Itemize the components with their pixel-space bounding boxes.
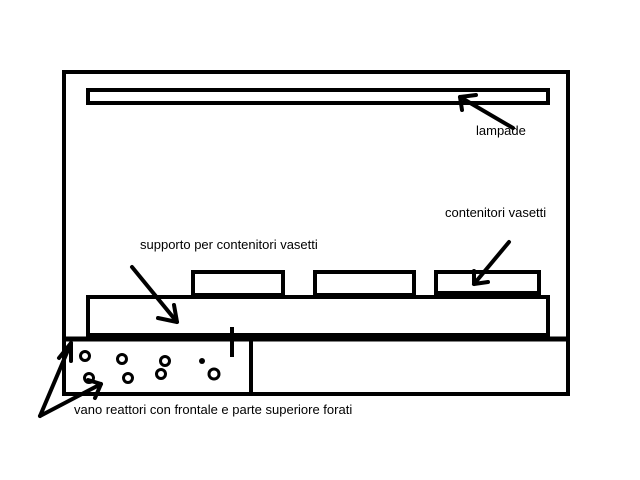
- vent-hole: [159, 355, 171, 367]
- jar-container-3: [434, 270, 541, 295]
- label-contenitori-vasetti: contenitori vasetti: [445, 205, 547, 220]
- vent-hole: [155, 368, 167, 380]
- jar-container-1: [191, 270, 285, 297]
- vent-hole: [116, 353, 128, 365]
- arrow-supporto: [130, 265, 179, 324]
- jar-container-2: [313, 270, 416, 297]
- arrow-lampade: [458, 93, 515, 130]
- arrow-vano: [38, 341, 103, 418]
- label-supporto: supporto per contenitori vasetti: [140, 237, 318, 252]
- jar-support: [86, 295, 550, 337]
- arrow-contenitori: [472, 240, 511, 286]
- label-lampade: lampade: [476, 123, 526, 138]
- vent-hole: [122, 372, 134, 384]
- lamp-bar: [86, 88, 550, 105]
- vent-hole: [207, 367, 221, 381]
- label-vano-reattori: vano reattori con frontale e parte super…: [74, 402, 353, 417]
- vent-hole: [83, 372, 95, 384]
- cabinet-outline: [62, 70, 570, 396]
- vent-hole: [79, 350, 91, 362]
- vent-hole-small: [199, 358, 205, 364]
